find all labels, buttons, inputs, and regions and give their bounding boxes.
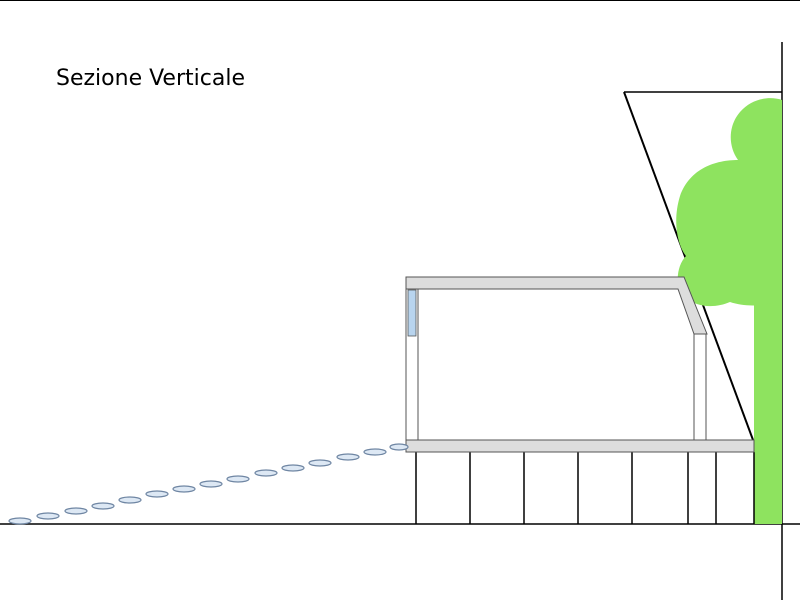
stepping-stone bbox=[36, 512, 60, 520]
stepping-stone bbox=[172, 485, 196, 493]
page-title: Sezione Verticale bbox=[56, 66, 245, 91]
tree bbox=[624, 91, 782, 524]
stepping-stone bbox=[363, 448, 387, 456]
left-window-glass bbox=[407, 289, 417, 337]
stepping-stone bbox=[336, 453, 360, 461]
tree-trunk bbox=[754, 290, 782, 524]
stepping-stone bbox=[64, 507, 88, 515]
floor-slab bbox=[405, 439, 755, 453]
support-pillars bbox=[415, 452, 755, 524]
stepping-stone bbox=[8, 517, 32, 525]
tree-canopy bbox=[676, 98, 782, 307]
stepping-stone bbox=[199, 480, 223, 488]
roof-slab bbox=[405, 276, 708, 335]
stepping-stone bbox=[118, 496, 142, 504]
stepping-stone bbox=[281, 464, 305, 472]
right-wall bbox=[693, 333, 707, 441]
stepping-stone bbox=[308, 459, 332, 467]
stepping-stones-path bbox=[8, 443, 409, 525]
stepping-stone bbox=[389, 443, 409, 451]
stepping-stone bbox=[254, 469, 278, 477]
stepping-stone bbox=[226, 475, 250, 483]
stepping-stone bbox=[91, 502, 115, 510]
stepping-stone bbox=[145, 490, 169, 498]
